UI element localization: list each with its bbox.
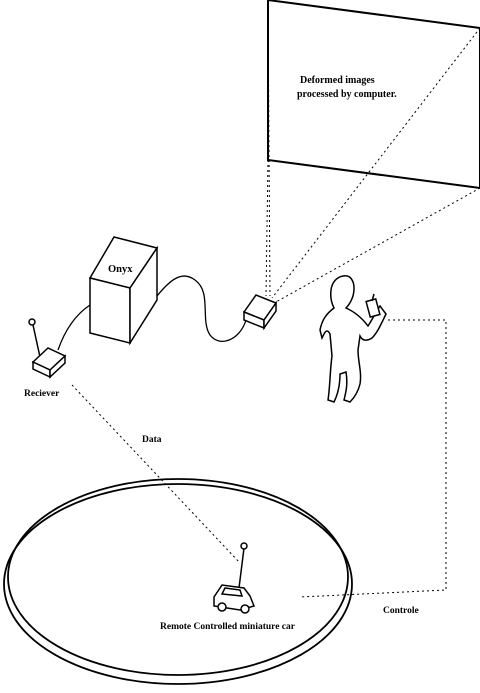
onyx-computer: Onyx bbox=[88, 236, 159, 346]
data-label: Data bbox=[142, 435, 162, 445]
screen-caption-line2: processed by computer. bbox=[297, 89, 397, 100]
projection-screen: Deformed images processed by computer. bbox=[267, 0, 480, 190]
track-arena bbox=[3, 478, 353, 685]
projector bbox=[242, 294, 278, 331]
operator-figure bbox=[319, 275, 387, 403]
onyx-label: Onyx bbox=[108, 264, 133, 275]
video-cable bbox=[156, 275, 247, 342]
receiver-label: Reciever bbox=[24, 389, 60, 399]
projection-beams bbox=[265, 0, 480, 303]
rc-car bbox=[213, 542, 256, 614]
receiver-cable bbox=[57, 304, 91, 351]
receiver bbox=[28, 318, 67, 379]
screen-caption-line1: Deformed images bbox=[300, 75, 375, 86]
control-label: Controle bbox=[383, 606, 419, 616]
control-link bbox=[299, 319, 447, 598]
data-link bbox=[71, 384, 241, 564]
car-label: Remote Controlled miniature car bbox=[160, 622, 296, 632]
